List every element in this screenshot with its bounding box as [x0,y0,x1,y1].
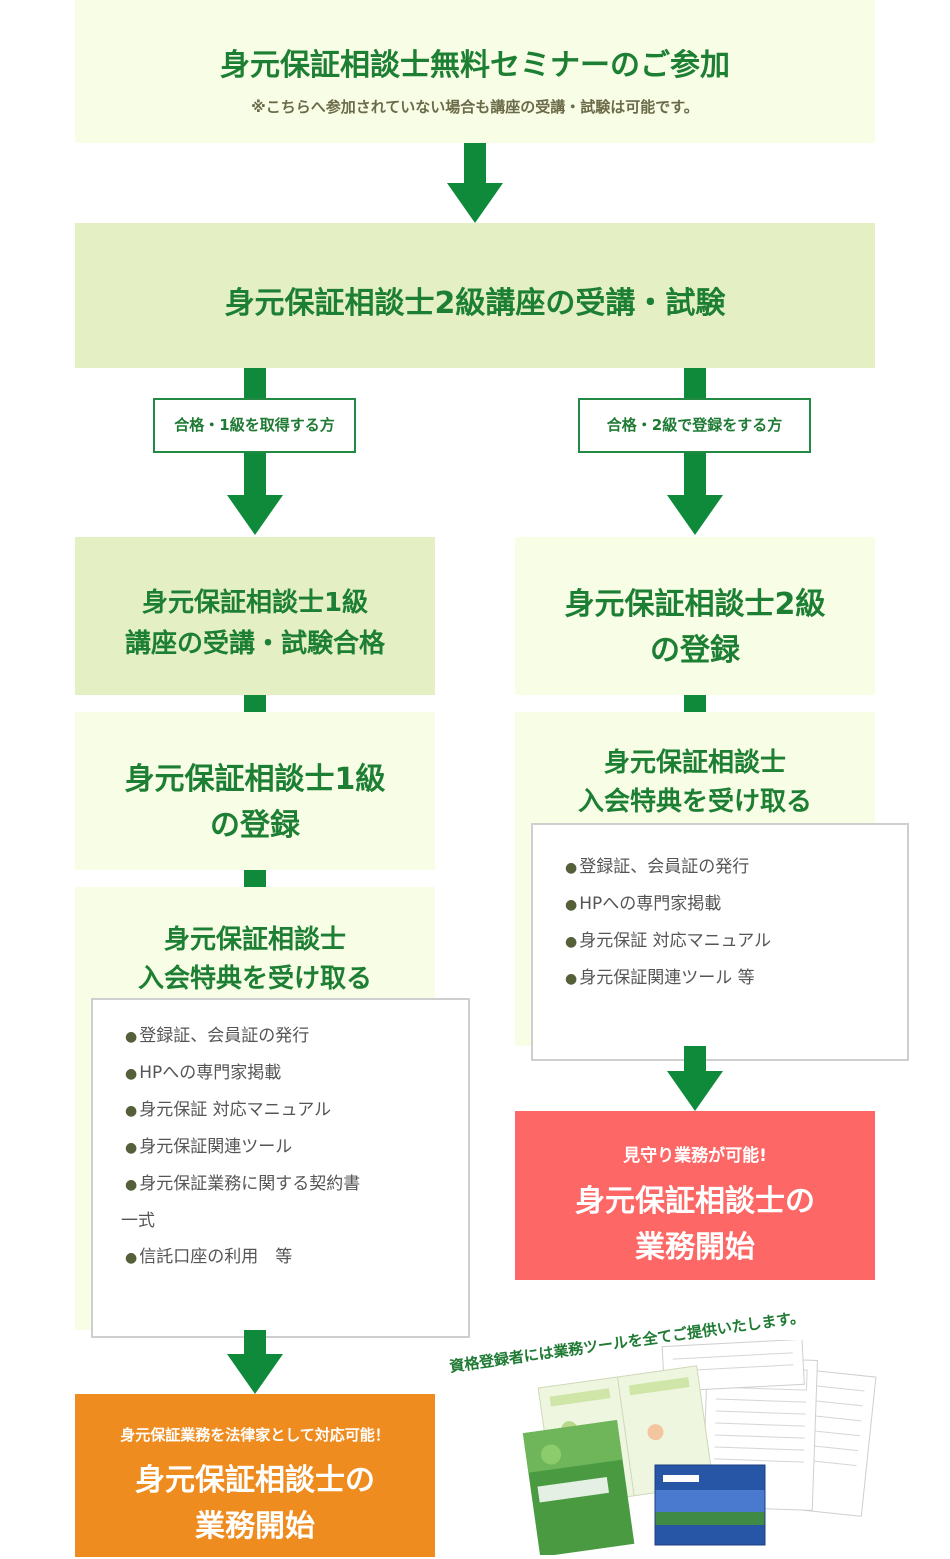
arrow-down-icon [667,453,723,537]
left-benefits-list: ●登録証、会員証の発行 ●HPへの専門家掲載 ●身元保証 対応マニュアル ●身元… [91,998,470,1338]
arrow-down-icon [227,1330,283,1394]
bullet-icon: ● [125,1103,138,1119]
seminar-title: 身元保証相談士無料セミナーのご参加 [220,48,730,83]
bullet-icon: ● [125,1029,138,1045]
list-item: ●HPへの専門家掲載 [565,894,722,914]
left-final-box: 身元保証業務を法律家として対応可能！ 身元保証相談士の 業務開始 [75,1394,435,1557]
right-step1-line1: 身元保証相談士2級 [564,587,826,622]
left-final-sub: 身元保証業務を法律家として対応可能！ [120,1426,390,1444]
left-step3-line2: 入会特典を受け取る [137,964,372,994]
left-step3-box: 身元保証相談士 入会特典を受け取る ●登録証、会員証の発行 ●HPへの専門家掲載… [75,887,470,1338]
right-final-sub: 見守り業務が可能! [623,1146,767,1166]
list-item: 一式 [121,1211,155,1231]
left-step1-box: 身元保証相談士1級 講座の受講・試験合格 [75,537,435,695]
left-step2-line2: の登録 [210,808,300,843]
branch-right-label: 合格・2級で登録をする方 [578,398,811,453]
left-step3-line1: 身元保証相談士 [163,925,346,955]
right-step2-line2: 入会特典を受け取る [577,787,812,817]
bullet-icon: ● [565,860,578,876]
left-step1-line1: 身元保証相談士1級 [141,588,369,618]
list-item: ●HPへの専門家掲載 [125,1063,282,1083]
list-item: ●身元保証業務に関する契約書 [125,1174,361,1194]
list-item: ●身元保証 対応マニュアル [125,1100,332,1120]
bullet-icon: ● [125,1250,138,1266]
bullet-icon: ● [565,971,578,987]
right-step1-box: 身元保証相談士2級 の登録 [515,537,875,695]
right-benefits-list: ●登録証、会員証の発行 ●HPへの専門家掲載 ●身元保証 対応マニュアル ●身元… [531,823,909,1061]
right-step1-line2: の登録 [650,633,740,668]
list-item: ●身元保証関連ツール [125,1137,293,1157]
bullet-icon: ● [565,897,578,913]
right-final-box: 見守り業務が可能! 身元保証相談士の 業務開始 [515,1111,875,1280]
list-item: ●登録証、会員証の発行 [565,857,750,877]
right-final-line2: 業務開始 [635,1230,755,1265]
arrow-down-icon [667,1046,723,1111]
seminar-box: 身元保証相談士無料セミナーのご参加 ※こちらへ参加されていない場合も講座の受講・… [75,0,875,143]
bullet-icon: ● [125,1177,138,1193]
course2-title: 身元保証相談士2級講座の受講・試験 [224,286,726,321]
list-item: ●信託口座の利用 等 [125,1247,293,1267]
arrow-down-icon [447,143,503,223]
right-step2-line1: 身元保証相談士 [603,748,786,778]
bullet-icon: ● [125,1140,138,1156]
arrow-down-icon [227,453,283,537]
bullet-icon: ● [565,934,578,950]
course2-box: 身元保証相談士2級講座の受講・試験 [75,223,875,368]
list-item: ●身元保証 対応マニュアル [565,931,772,951]
right-step2-box: 身元保証相談士 入会特典を受け取る ●登録証、会員証の発行 ●HPへの専門家掲載… [515,712,909,1061]
document-bundle-icon [515,1338,885,1557]
left-step1-line2: 講座の受講・試験合格 [124,629,385,659]
list-item: ●登録証、会員証の発行 [125,1026,310,1046]
left-step2-line1: 身元保証相談士1級 [124,762,386,797]
list-item: ●身元保証関連ツール 等 [565,968,755,988]
branch-left-label: 合格・1級を取得する方 [153,398,356,453]
seminar-note: ※こちらへ参加されていない場合も講座の受講・試験は可能です。 [251,98,699,116]
right-final-line1: 身元保証相談士の [575,1184,815,1219]
bullet-icon: ● [125,1066,138,1082]
left-final-line1: 身元保証相談士の [135,1463,375,1498]
left-final-line2: 業務開始 [195,1509,315,1544]
left-step2-box: 身元保証相談士1級 の登録 [75,712,435,870]
